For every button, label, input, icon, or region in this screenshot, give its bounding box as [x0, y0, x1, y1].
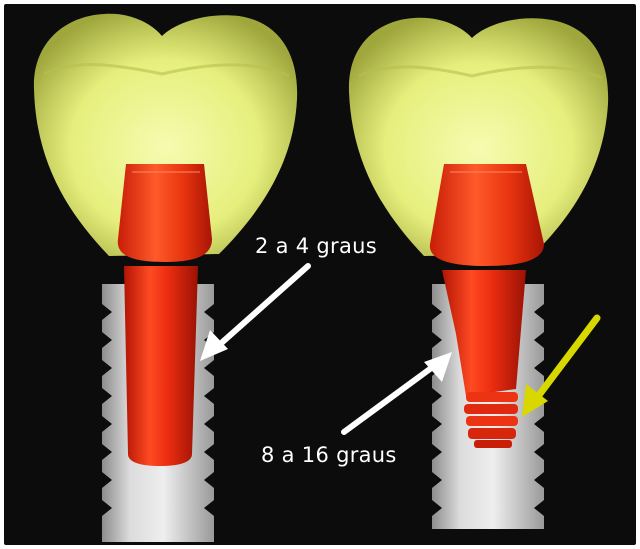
left-abutment-cone [118, 164, 212, 262]
left-tooth [34, 14, 297, 542]
arrow-top-white [200, 266, 308, 361]
angle-label-bottom: 8 a 16 graus [261, 443, 397, 467]
angle-label-top: 2 a 4 graus [255, 234, 377, 258]
right-abutment-cone [430, 164, 544, 266]
left-abutment-post [124, 266, 198, 466]
figure-frame: 2 a 4 graus 8 a 16 graus [4, 4, 636, 545]
